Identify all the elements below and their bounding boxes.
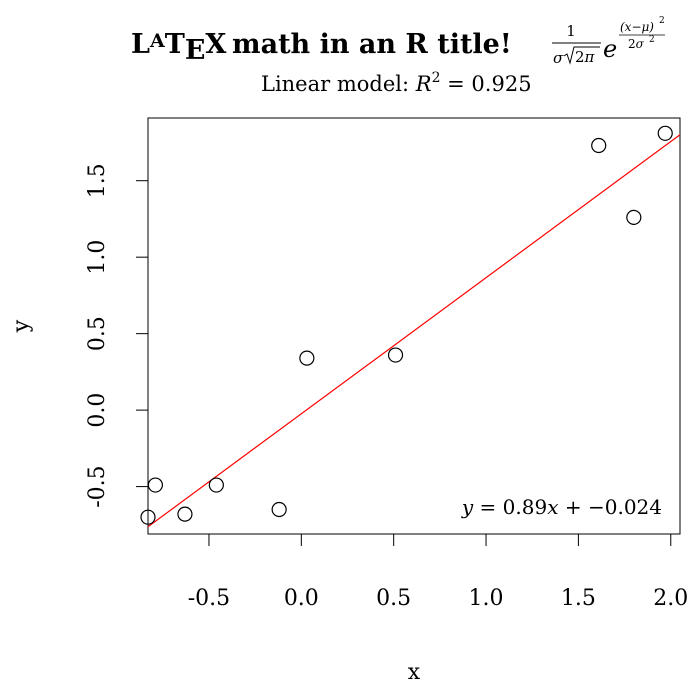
data-point [140,509,156,525]
data-point [387,347,404,363]
plot-frame [147,117,681,535]
subtitle-text: Linear model: R2 = 0.925 [261,70,532,96]
x-tick-label: 0.0 [284,586,319,611]
y-tick-label: 1.0 [85,240,110,275]
data-point [208,477,224,493]
svg-text:1: 1 [566,22,576,40]
x-tick-label: 1.5 [561,586,596,611]
svg-text:(x−μ): (x−μ) [620,20,654,34]
data-point [591,137,607,154]
data-point [271,501,287,518]
data-point [657,125,673,141]
x-tick-label: 0.5 [376,586,411,611]
y-tick-label: 1.5 [85,163,110,198]
fit-line-layer [148,134,680,528]
svg-text:2σ: 2σ [628,37,645,51]
svg-text:2π: 2π [575,48,596,66]
points-layer [140,125,673,525]
x-axis-title: x [408,660,421,683]
y-axis: -0.5 0.0 0.5 1.0 1.5 [85,163,149,508]
x-tick-label: -0.5 [188,586,230,611]
title-formula: 1 σ 2π e (x−μ) 2 2σ 2 [552,16,665,67]
title-text: math in an R title! [232,29,512,60]
svg-text:2: 2 [649,35,655,45]
chart-subtitle: Linear model: R2 = 0.925 [261,70,532,96]
x-tick-label: 2.0 [653,586,688,611]
x-axis: -0.5 0.0 0.5 1.0 1.5 2.0 [188,533,688,611]
data-point [177,506,193,522]
regression-equation-annotation: y = 0.89x + −0.024 [461,495,662,519]
chart-title: LATEX math in an R title! 1 σ 2π e (x−μ)… [131,16,665,67]
x-tick-label: 1.0 [469,586,504,611]
y-tick-label: -0.5 [85,465,110,507]
title-latex-logo: LATEX [131,29,226,66]
data-point [626,209,642,226]
data-point [147,477,163,493]
svg-text:σ: σ [553,49,564,67]
y-axis-title: y [9,319,34,333]
y-tick-label: 0.5 [85,316,110,351]
svg-text:e: e [603,35,617,63]
svg-text:2: 2 [659,16,665,26]
regression-line [148,134,680,528]
data-point [299,350,315,366]
y-tick-label: 0.0 [85,393,110,428]
